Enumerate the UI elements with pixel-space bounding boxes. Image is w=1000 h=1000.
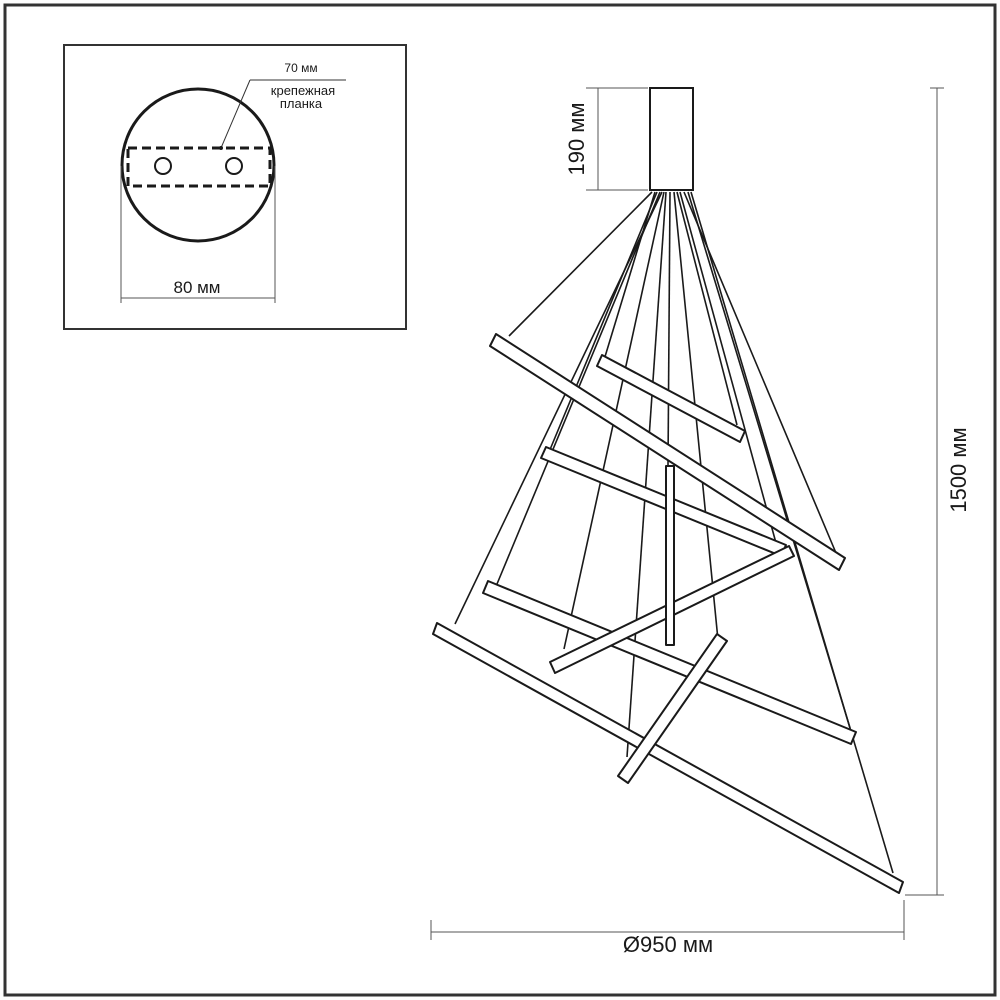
canopy-height-label: 190 мм — [564, 102, 589, 175]
bracket-hole-right — [225, 157, 243, 175]
bracket-label-line1: крепежная — [271, 83, 335, 98]
bracket-leader-dot — [219, 146, 223, 150]
dimensions — [430, 87, 944, 940]
canopy-circle — [120, 87, 276, 243]
bar-upper-left — [489, 333, 846, 571]
bracket-label-line2: планка — [280, 96, 323, 111]
bar-longest — [432, 622, 904, 894]
bracket-hole-left — [154, 157, 172, 175]
bar-diagonal — [617, 633, 728, 784]
bracket-leader-line — [220, 79, 251, 149]
diameter-label: Ø950 мм — [623, 932, 713, 957]
mounting-bracket — [126, 146, 272, 188]
canopy-diameter-label: 80 мм — [173, 278, 220, 297]
bar-lower-long — [482, 580, 857, 745]
canopy — [649, 87, 694, 191]
bracket-width-label: 70 мм — [284, 61, 317, 75]
bar-vertical — [665, 465, 675, 646]
chandelier-side-view — [432, 87, 904, 894]
bar-short-top — [596, 354, 746, 443]
light-bars — [432, 333, 904, 894]
canopy-top-view: 70 мм крепежная планка 80 мм — [63, 44, 407, 330]
total-height-label: 1500 мм — [946, 427, 971, 512]
outer-frame — [3, 3, 997, 997]
